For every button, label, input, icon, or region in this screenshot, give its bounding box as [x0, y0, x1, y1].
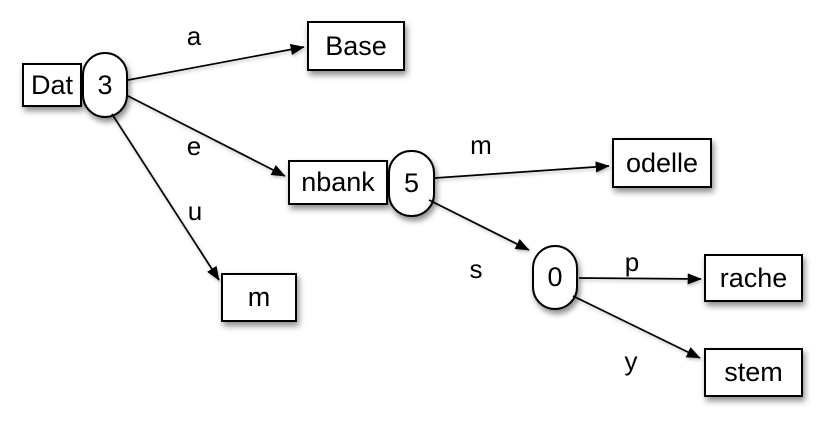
edge-dat-m: [111, 113, 220, 281]
leaf-stem: stem: [704, 348, 803, 397]
edge-label-m: m: [470, 130, 492, 160]
edge-label-e: e: [186, 131, 202, 161]
edge-zero-rache: [578, 273, 702, 285]
leaf-rache: rache: [704, 254, 803, 302]
edge-label-y: y: [624, 346, 638, 376]
edge-label-s: s: [469, 254, 483, 284]
edge-label-p: p: [624, 247, 640, 277]
node-nbank-prefix-box: nbank: [288, 160, 388, 205]
node-dat-value-capsule: 3: [82, 52, 128, 118]
edge-nbank-odelle: [434, 161, 610, 179]
edge-dat-base: [127, 43, 305, 81]
leaf-m: m: [221, 273, 297, 322]
node-nbank-value-capsule: 5: [388, 150, 435, 217]
leaf-odelle: odelle: [612, 138, 712, 188]
edge-nbank-zero: [428, 199, 530, 251]
edge-label-a: a: [186, 21, 202, 51]
edge-label-u: u: [187, 196, 203, 226]
node-dat-prefix-box: Dat: [22, 63, 82, 107]
node-zero-value-capsule: 0: [532, 245, 578, 310]
edge-dat-nbank: [127, 95, 286, 177]
leaf-base: Base: [307, 21, 405, 71]
